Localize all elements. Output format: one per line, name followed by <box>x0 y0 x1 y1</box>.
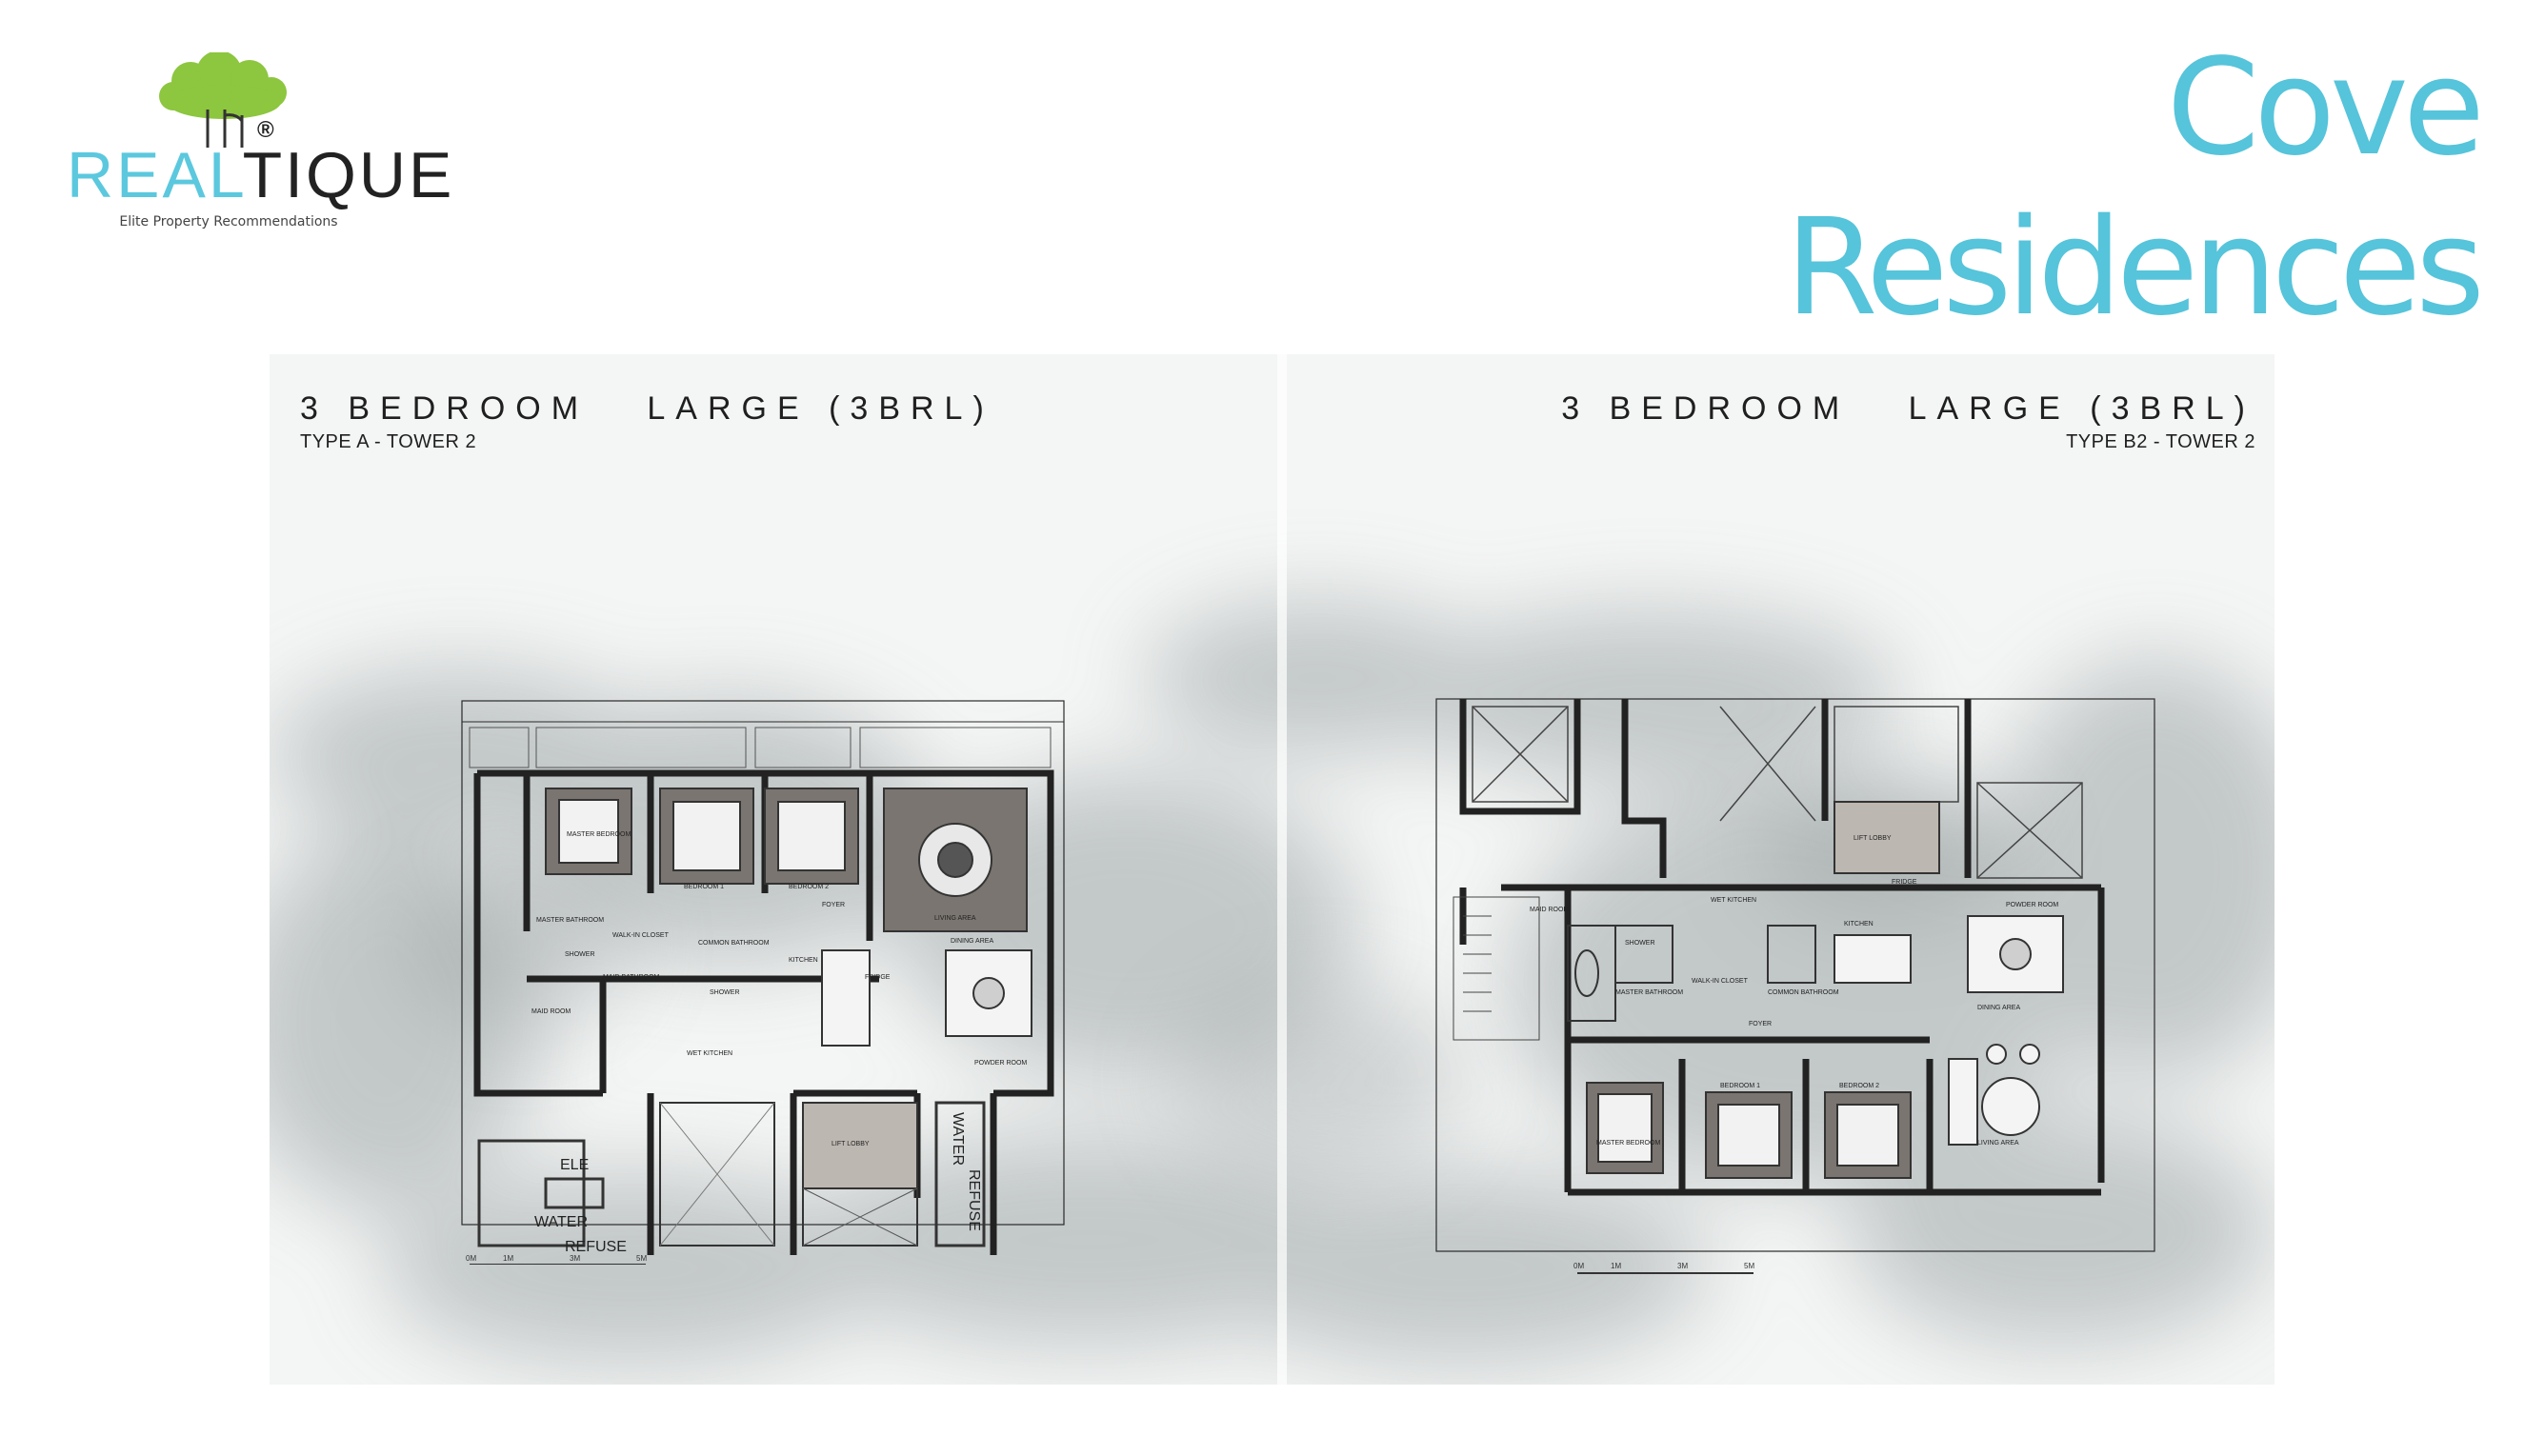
plan-b2-header: 3 BEDROOM LARGE (3BRL) TYPE B2 - TOWER 2 <box>1561 390 2255 453</box>
plan-a-scale-bar: 0M 1M 3M 5M <box>466 1254 647 1265</box>
label-bedroom2-a: BEDROOM 2 <box>789 884 829 890</box>
floor-plan-type-b2[interactable]: MASTER BEDROOM BEDROOM 1 BEDROOM 2 LIVIN… <box>1434 697 2158 1287</box>
label-maid-bath-a: MAID BATHROOM <box>603 974 660 981</box>
scale-b2-0: 0M <box>1573 1262 1584 1270</box>
scale-a-5: 5M <box>636 1254 647 1263</box>
plan-b2-bathrooms <box>1567 925 1816 1022</box>
plan-b2-lift-cores <box>1472 706 2083 879</box>
label-shower-a: SHOWER <box>565 951 595 958</box>
plan-b2-title: 3 BEDROOM LARGE (3BRL) <box>1561 390 2255 427</box>
plan-b2-lift-lobby <box>1834 801 1940 874</box>
label-bedroom1-b2: BEDROOM 1 <box>1720 1083 1760 1089</box>
plan-b2-subtitle: TYPE B2 - TOWER 2 <box>2066 431 2255 452</box>
label-shower-b2: SHOWER <box>1625 940 1655 947</box>
plan-a-outline <box>461 700 1065 1226</box>
label-living-b2: LIVING AREA <box>1977 1140 2019 1147</box>
label-common-bath-b2: COMMON BATHROOM <box>1768 989 1839 996</box>
label-foyer-b2: FOYER <box>1749 1021 1772 1027</box>
label-refuse-a: REFUSE <box>565 1239 627 1255</box>
scale-a-3: 3M <box>570 1254 580 1263</box>
label-powder-b2: POWDER ROOM <box>2006 902 2058 908</box>
brand-word-accent: REAL <box>67 139 243 211</box>
label-maid-room-a: MAID ROOM <box>531 1008 571 1015</box>
plan-a-window-strips <box>469 727 1052 768</box>
plan-b2-bedroom-furniture <box>1586 1082 1912 1179</box>
label-living-a: LIVING AREA <box>934 915 976 922</box>
floor-plan-sheet: 3 BEDROOM LARGE (3BRL) TYPE A - TOWER 2 … <box>270 354 2275 1385</box>
label-walkin-b2: WALK-IN CLOSET <box>1692 978 1749 985</box>
label-dining-a: DINING AREA <box>951 938 993 945</box>
plan-a-dining-furniture <box>821 949 1032 1047</box>
realtique-logo[interactable]: ® REALTIQUE Elite Property Recommendatio… <box>67 52 451 243</box>
scale-b2-3: 3M <box>1677 1262 1688 1270</box>
label-kitchen-a: KITCHEN <box>789 957 818 964</box>
label-refuse-riser-a: REFUSE <box>966 1169 982 1231</box>
plan-a-lift-lobby <box>659 1102 918 1247</box>
label-dining-b2: DINING AREA <box>1977 1005 2020 1011</box>
label-master-bedroom-a: MASTER BEDROOM <box>567 831 631 838</box>
label-master-bedroom-b2: MASTER BEDROOM <box>1596 1140 1660 1147</box>
label-bedroom1-a: BEDROOM 1 <box>684 884 724 890</box>
project-title-line2: Residences <box>1785 190 2485 346</box>
floor-plan-type-a[interactable]: MASTER BEDROOM BEDROOM 1 BEDROOM 2 LIVIN… <box>460 693 1070 1265</box>
scale-b2-1: 1M <box>1611 1262 1621 1270</box>
label-lift-lobby-a: LIFT LOBBY <box>832 1141 870 1147</box>
label-water-a: WATER <box>534 1214 588 1230</box>
project-title-line1: Cove <box>2166 30 2485 186</box>
label-master-bath-b2: MASTER BATHROOM <box>1615 989 1683 996</box>
brand-tagline: Elite Property Recommendations <box>119 214 338 229</box>
plan-b2-walls <box>1459 699 2105 1196</box>
label-wet-kitchen-a: WET KITCHEN <box>687 1050 732 1057</box>
scale-a-0: 0M <box>466 1254 476 1263</box>
registered-mark: ® <box>257 117 274 143</box>
plan-a-subtitle: TYPE A - TOWER 2 <box>300 431 477 452</box>
label-foyer-a: FOYER <box>822 902 845 908</box>
plan-a-bedroom-furniture <box>545 788 1028 932</box>
plan-b2-stair <box>1453 896 1540 1041</box>
label-water-riser-a: WATER <box>950 1112 966 1166</box>
label-fridge-a: FRIDGE <box>865 974 891 981</box>
label-ele-a: ELE <box>560 1157 589 1173</box>
label-walkin-a: WALK-IN CLOSET <box>612 932 670 939</box>
plan-a-room-labels: MASTER BEDROOM BEDROOM 1 BEDROOM 2 LIVIN… <box>531 831 1027 1147</box>
plan-b2-outline <box>1435 698 2155 1252</box>
label-lift-lobby-b2: LIFT LOBBY <box>1854 835 1892 842</box>
plan-b2-scale-bar: 0M 1M 3M 5M <box>1573 1262 1754 1274</box>
plan-a-service-rooms <box>477 1101 986 1247</box>
label-bedroom2-b2: BEDROOM 2 <box>1839 1083 1879 1089</box>
project-title: Cove Residences <box>1785 29 2485 349</box>
plan-b2-room-labels: MASTER BEDROOM BEDROOM 1 BEDROOM 2 LIVIN… <box>1530 835 2058 1147</box>
label-powder-a: POWDER ROOM <box>974 1060 1027 1067</box>
scale-b2-5: 5M <box>1744 1262 1754 1270</box>
brand-wordmark: REALTIQUE <box>67 143 451 208</box>
label-master-bath-a: MASTER BATHROOM <box>536 917 604 924</box>
label-shower2-a: SHOWER <box>710 989 740 996</box>
plan-a-title: 3 BEDROOM LARGE (3BRL) <box>300 390 994 427</box>
brand-word-rest: TIQUE <box>242 139 455 211</box>
plan-a-shaft-labels: ELE WATER REFUSE WATER REFUSE <box>534 1112 982 1255</box>
scale-a-1: 1M <box>503 1254 513 1263</box>
plan-a-header: 3 BEDROOM LARGE (3BRL) TYPE A - TOWER 2 <box>300 390 994 453</box>
label-wet-kitchen-b2: WET KITCHEN <box>1711 897 1756 904</box>
label-fridge-b2: FRIDGE <box>1892 879 1917 886</box>
label-kitchen-b2: KITCHEN <box>1844 921 1874 927</box>
tree-logo-icon <box>159 52 287 148</box>
plan-b2-living-dining <box>1834 915 2064 1146</box>
label-maid-room-b2: MAID ROOM <box>1530 907 1569 913</box>
label-common-bath-a: COMMON BATHROOM <box>698 940 770 947</box>
